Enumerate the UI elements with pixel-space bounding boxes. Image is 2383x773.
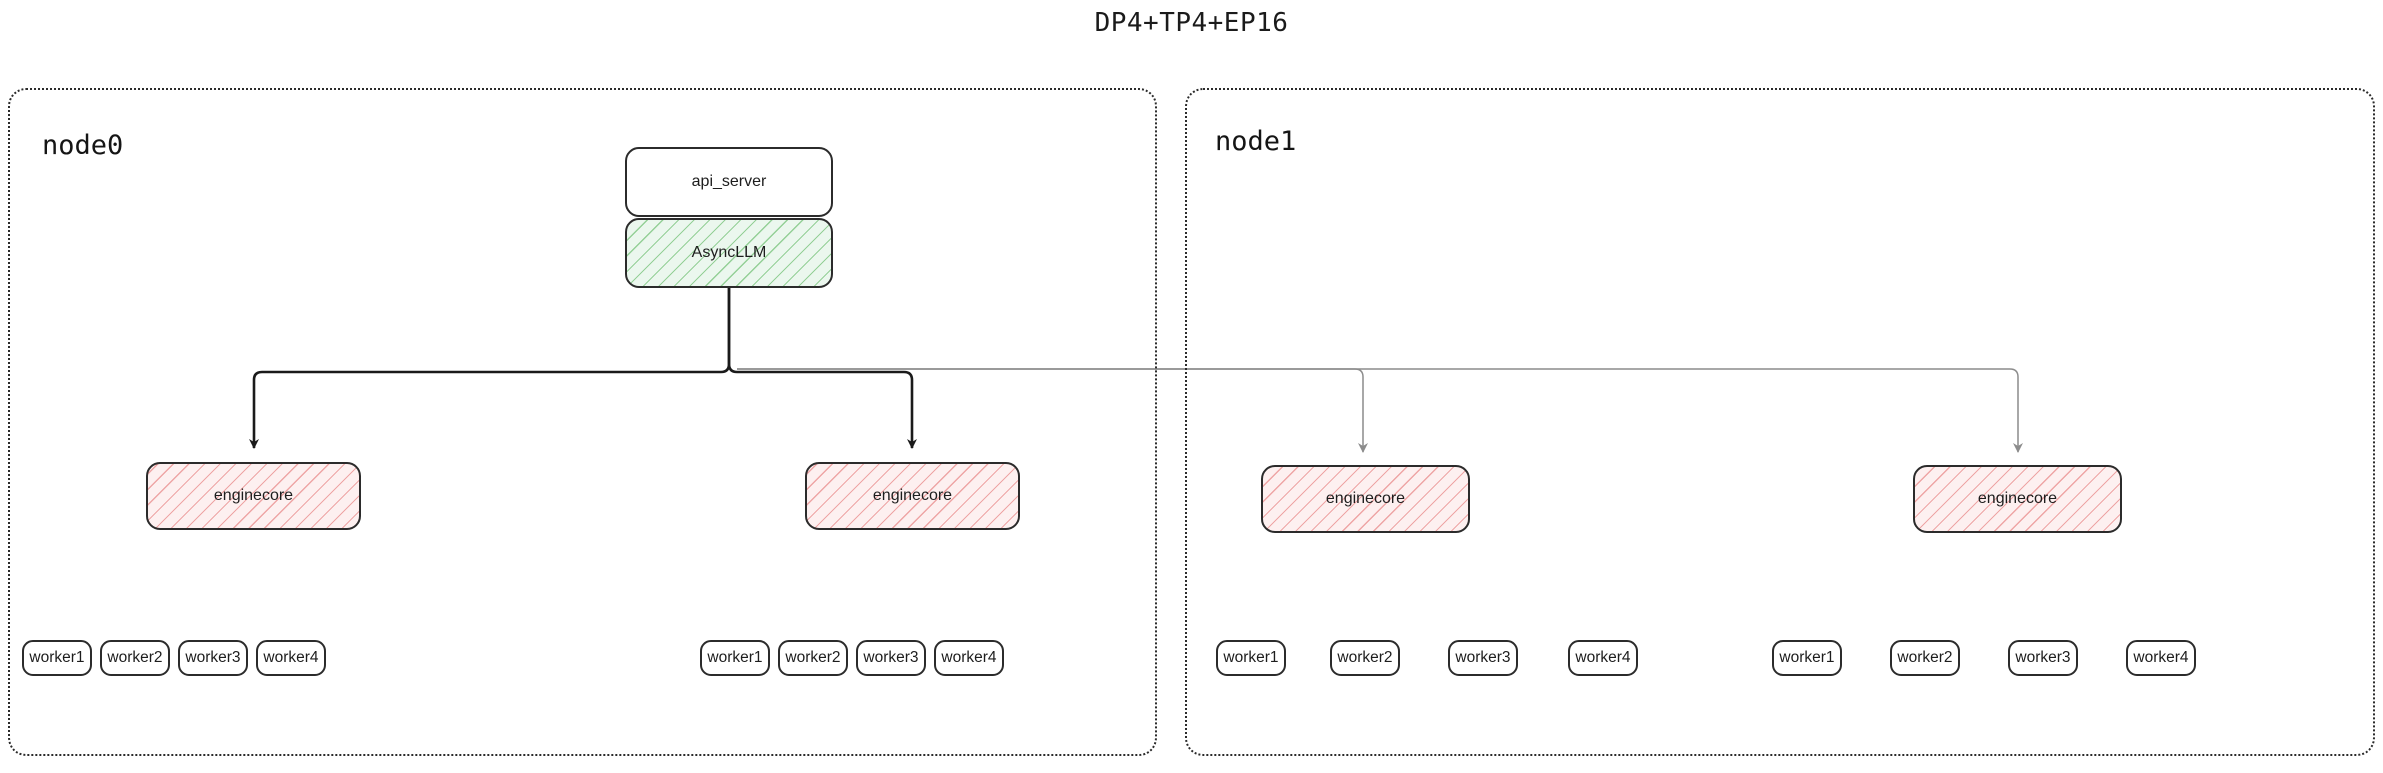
service-box-asyncllm[interactable]: AsyncLLM (625, 218, 833, 288)
worker-box[interactable]: worker1 (1772, 640, 1842, 676)
worker-box[interactable]: worker3 (178, 640, 248, 676)
worker-box[interactable]: worker2 (1330, 640, 1400, 676)
worker-label: worker1 (1779, 649, 1835, 666)
worker-box[interactable]: worker1 (22, 640, 92, 676)
node-label-node1: node1 (1215, 126, 1297, 157)
worker-box[interactable]: worker4 (1568, 640, 1638, 676)
worker-label: worker3 (863, 649, 919, 666)
enginecore-label: enginecore (213, 487, 294, 504)
enginecore-box-node0-engine0[interactable]: enginecore (146, 462, 361, 530)
node-label-node0: node0 (42, 130, 124, 161)
worker-label: worker4 (2133, 649, 2189, 666)
worker-box[interactable]: worker4 (256, 640, 326, 676)
enginecore-label: enginecore (1325, 490, 1406, 507)
worker-box[interactable]: worker1 (700, 640, 770, 676)
enginecore-box-node0-engine1[interactable]: enginecore (805, 462, 1020, 530)
worker-box[interactable]: worker3 (856, 640, 926, 676)
worker-label: worker1 (1223, 649, 1279, 666)
node-container-node0[interactable] (8, 88, 1157, 756)
worker-box[interactable]: worker4 (934, 640, 1004, 676)
enginecore-label: enginecore (872, 487, 953, 504)
worker-box[interactable]: worker2 (1890, 640, 1960, 676)
enginecore-box-node1-engine1[interactable]: enginecore (1913, 465, 2122, 533)
worker-box[interactable]: worker2 (778, 640, 848, 676)
worker-box[interactable]: worker1 (1216, 640, 1286, 676)
worker-label: worker4 (941, 649, 997, 666)
worker-label: worker1 (29, 649, 85, 666)
node-container-node1[interactable] (1185, 88, 2375, 756)
worker-label: worker1 (707, 649, 763, 666)
page-title: DP4+TP4+EP16 (1094, 8, 1289, 38)
service-label: api_server (691, 173, 767, 190)
worker-box[interactable]: worker3 (1448, 640, 1518, 676)
worker-label: worker3 (185, 649, 241, 666)
worker-label: worker4 (263, 649, 319, 666)
enginecore-label: enginecore (1977, 490, 2058, 507)
worker-box[interactable]: worker4 (2126, 640, 2196, 676)
service-label: AsyncLLM (691, 244, 767, 261)
worker-label: worker4 (1575, 649, 1631, 666)
worker-box[interactable]: worker3 (2008, 640, 2078, 676)
worker-label: worker2 (107, 649, 163, 666)
service-box-api-server[interactable]: api_server (625, 147, 833, 217)
worker-label: worker3 (1455, 649, 1511, 666)
worker-label: worker2 (785, 649, 841, 666)
worker-label: worker2 (1897, 649, 1953, 666)
worker-label: worker2 (1337, 649, 1393, 666)
worker-label: worker3 (2015, 649, 2071, 666)
enginecore-box-node1-engine0[interactable]: enginecore (1261, 465, 1470, 533)
worker-box[interactable]: worker2 (100, 640, 170, 676)
